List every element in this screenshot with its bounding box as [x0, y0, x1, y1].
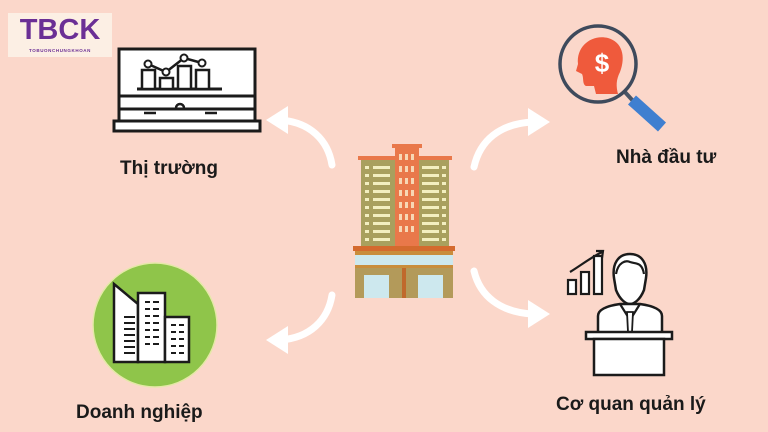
- arrow-to-market-icon: [262, 100, 342, 170]
- node-label-investor: Nhà đầu tư: [616, 147, 717, 168]
- logo-subtext: TOBUONCHUNGKHOAN: [28, 48, 91, 53]
- investor-magnifier-icon: $: [556, 24, 676, 134]
- building-icon: [352, 142, 456, 298]
- arrow-to-regulator-icon: [466, 266, 556, 336]
- node-label-enterprise: Doanh nghiệp: [76, 402, 203, 423]
- arrow-to-enterprise-icon: [262, 290, 342, 360]
- node-label-regulator: Cơ quan quản lý: [556, 394, 706, 415]
- tbck-logo: TBCK TOBUONCHUNGKHOAN: [8, 13, 112, 57]
- svg-text:$: $: [595, 48, 610, 78]
- monitor-chart-icon: [112, 46, 262, 146]
- office-buildings-icon: [92, 262, 218, 388]
- official-podium-icon: [564, 248, 684, 378]
- logo-text: TBCK: [19, 14, 101, 46]
- arrow-to-investor-icon: [466, 102, 556, 172]
- node-label-market: Thị trường: [120, 158, 218, 179]
